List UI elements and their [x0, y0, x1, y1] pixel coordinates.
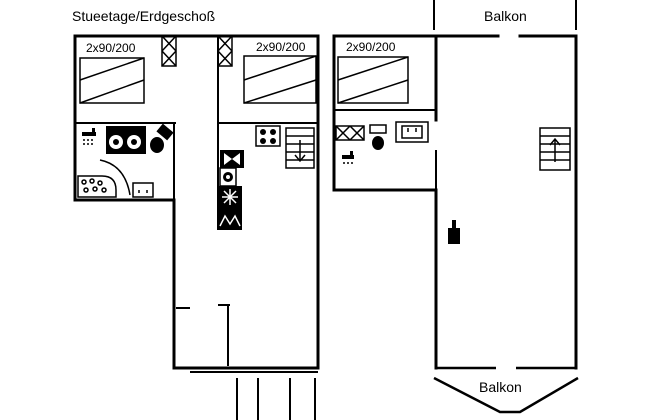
bottom-balcony [433, 366, 579, 414]
right-unit-walls [332, 34, 578, 370]
bed-size-label: 2x90/200 [346, 40, 396, 54]
bed-size-label: 2x90/200 [86, 41, 136, 55]
fridge-icon [218, 208, 242, 230]
washing-machine-icon [106, 126, 146, 154]
stairs-up-icon [539, 127, 571, 171]
wardrobe-icon [217, 35, 233, 67]
right-unit-partitions [334, 109, 437, 190]
left-unit-walls [73, 34, 320, 370]
freezer-icon [218, 186, 242, 208]
balcony-label-top: Balkon [484, 8, 527, 24]
stairs-down-icon [285, 127, 315, 169]
toilet-icon [150, 123, 174, 153]
shower-icon [82, 128, 96, 145]
stove-icon [255, 125, 281, 147]
entrance-steps [190, 371, 318, 420]
plan-title: Stueetage/Erdgeschoß [72, 8, 215, 24]
bed-icon [243, 55, 317, 104]
fireplace-icon [448, 220, 460, 244]
dishwasher-icon [220, 150, 244, 168]
wardrobe-icon [161, 35, 177, 67]
bed-icon [337, 56, 409, 104]
shower-icon [342, 151, 354, 164]
top-balcony-rails [433, 0, 577, 30]
toilet-icon [369, 124, 387, 150]
wardrobe-icon [335, 125, 365, 141]
bed-icon [79, 57, 145, 104]
oven-icon [219, 167, 237, 187]
balcony-label-bottom: Balkon [479, 379, 522, 395]
whirlpool-icon [77, 159, 131, 198]
sink-icon [395, 121, 429, 143]
sink-icon [132, 182, 154, 198]
bed-size-label: 2x90/200 [256, 40, 306, 54]
